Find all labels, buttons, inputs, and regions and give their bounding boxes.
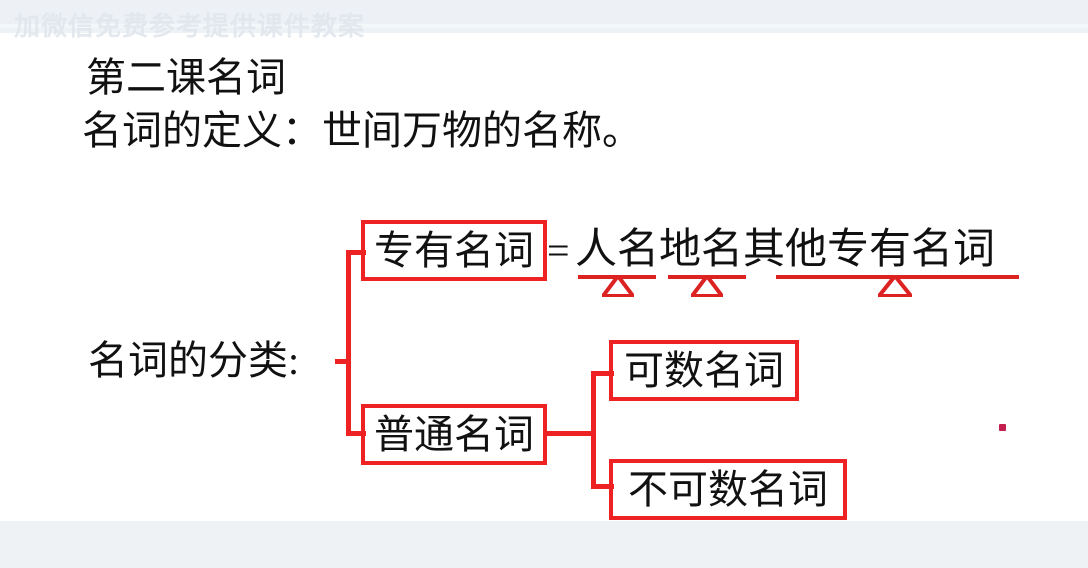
term-box-countable-noun[interactable]: 可数名词	[609, 340, 799, 401]
bracket-arm-proper-noun	[346, 250, 366, 255]
stray-ink-dot	[999, 424, 1006, 431]
term-box-uncountable-noun[interactable]: 不可数名词	[609, 459, 847, 520]
bracket-stem-common-noun	[547, 431, 596, 436]
top-chrome-band	[0, 0, 1088, 24]
bracket-arm-common-noun	[346, 431, 366, 436]
watermark-text: 加微信免费参考提供课件教案	[14, 11, 366, 41]
classification-label: 名词的分类:	[88, 338, 300, 383]
bracket-arm-countable	[591, 371, 614, 376]
equals-sign: =	[547, 228, 570, 273]
top-chrome-band-secondary	[0, 24, 1088, 28]
term-box-proper-noun[interactable]: 专有名词	[361, 220, 547, 281]
top-chrome-band-tertiary	[0, 28, 1088, 33]
bracket-spine-classification	[346, 250, 351, 436]
bracket-spine-common-noun	[591, 371, 596, 489]
bottom-chrome-band	[0, 521, 1088, 568]
page-title: 第二课名词	[86, 55, 286, 100]
bracket-arm-uncountable	[591, 484, 614, 489]
bracket-stem-classification	[335, 359, 351, 364]
noun-definition-text: 名词的定义：世间万物的名称。	[82, 108, 642, 153]
term-box-common-noun[interactable]: 普通名词	[361, 404, 547, 465]
proper-noun-expansion-text: 人名地名其他专有名词	[575, 227, 996, 273]
